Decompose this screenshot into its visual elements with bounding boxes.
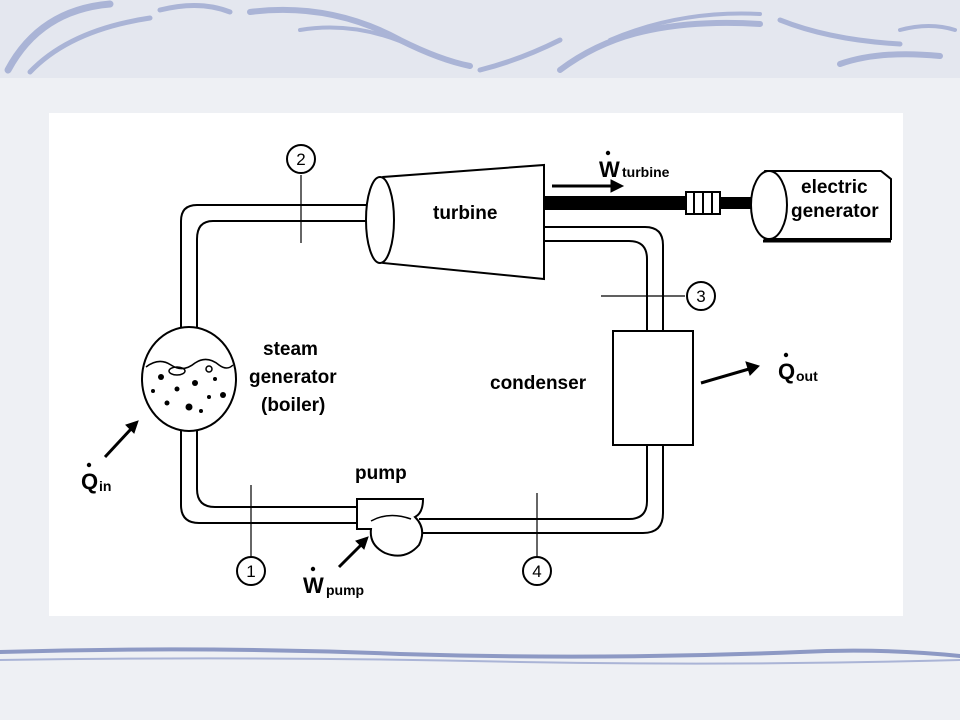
state-1-circle bbox=[236, 556, 266, 586]
pipe-boiler-to-turbine bbox=[180, 204, 381, 329]
boiler-vessel bbox=[141, 326, 237, 432]
electric-generator-label-line2: generator bbox=[791, 201, 879, 222]
svg-text:turbine: turbine bbox=[622, 164, 670, 180]
svg-text:out: out bbox=[796, 368, 818, 384]
pipe-turbine-to-condenser bbox=[544, 226, 664, 331]
pump-casing-detail bbox=[370, 514, 412, 522]
state-4-circle bbox=[522, 556, 552, 586]
turbine-label: turbine bbox=[433, 203, 497, 224]
condenser-label: condenser bbox=[490, 373, 587, 394]
svg-text:Q: Q bbox=[81, 469, 98, 494]
svg-text:W: W bbox=[303, 573, 324, 598]
state-1-number: 1 bbox=[246, 562, 255, 581]
diagram-panel: turbine electric generator steam generat… bbox=[49, 113, 903, 616]
energy-arrows bbox=[103, 179, 760, 569]
svg-text:pump: pump bbox=[326, 582, 364, 598]
turbine-shaft bbox=[543, 196, 687, 210]
generator-end-cap bbox=[750, 170, 788, 240]
w-turbine-symbol: W turbine bbox=[599, 150, 670, 182]
pump-housing bbox=[356, 498, 425, 557]
boiler-water-surface bbox=[145, 358, 234, 370]
w-pump-symbol: W pump bbox=[303, 566, 364, 598]
state-3-circle bbox=[686, 281, 716, 311]
state-2-circle bbox=[286, 144, 316, 174]
state-2-number: 2 bbox=[296, 150, 305, 169]
turbine-inlet-ellipse bbox=[365, 176, 395, 264]
steam-generator-label-line1: steam bbox=[263, 339, 318, 360]
steam-generator-label-line2: generator bbox=[249, 367, 337, 388]
boiler-bubbles bbox=[151, 374, 226, 413]
pipe-pump-to-boiler bbox=[180, 431, 357, 524]
rankine-cycle-diagram: turbine electric generator steam generat… bbox=[81, 144, 892, 598]
svg-text:W: W bbox=[599, 157, 620, 182]
state-3-number: 3 bbox=[696, 287, 705, 306]
condenser-box bbox=[612, 330, 694, 446]
svg-text:in: in bbox=[99, 478, 111, 494]
svg-text:Q: Q bbox=[778, 359, 795, 384]
electric-generator-label-line1: electric bbox=[801, 177, 868, 198]
steam-generator-label-line3: (boiler) bbox=[261, 395, 325, 416]
pump-label: pump bbox=[355, 463, 407, 484]
state-4-number: 4 bbox=[532, 562, 541, 581]
header-brush-strokes bbox=[4, 0, 957, 75]
pipe-condenser-to-pump bbox=[419, 445, 664, 534]
q-in-symbol: Q in bbox=[81, 462, 111, 494]
q-out-symbol: Q out bbox=[778, 352, 818, 384]
footer-brush-strokes bbox=[0, 647, 960, 665]
